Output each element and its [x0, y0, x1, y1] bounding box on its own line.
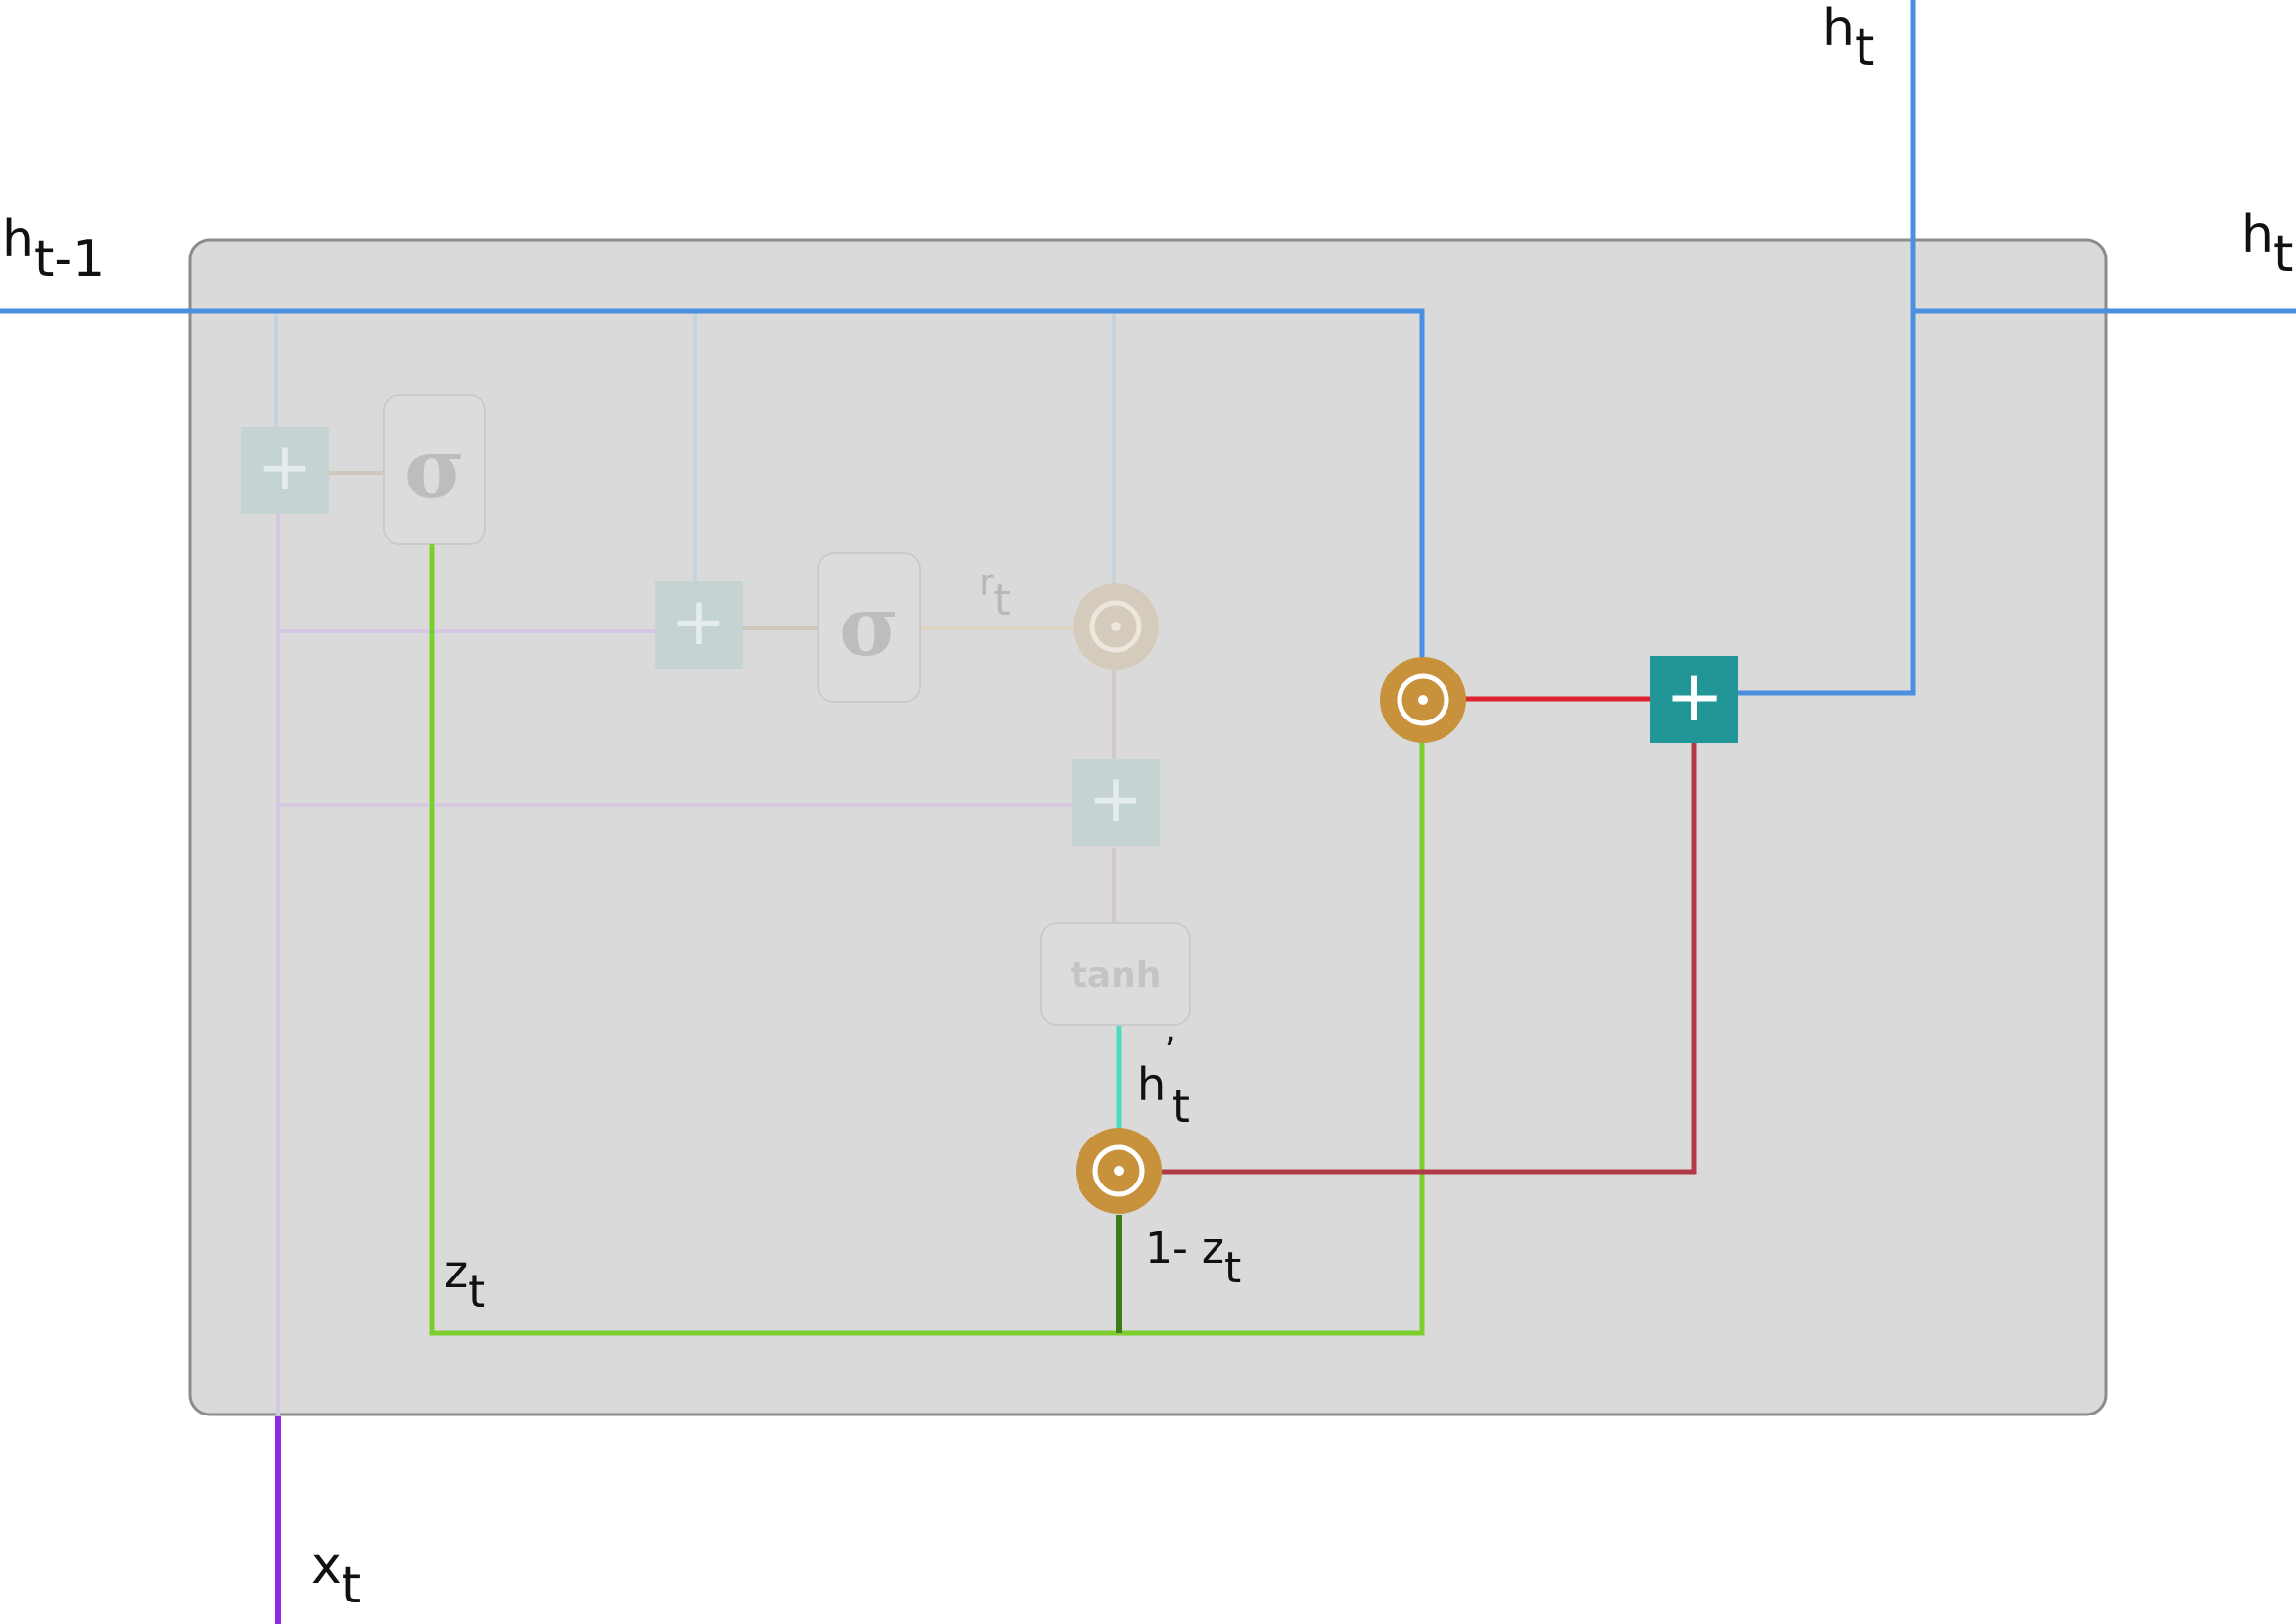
update-gate-line [429, 544, 1425, 1336]
label-h-out-right: ht [2241, 206, 2293, 284]
label-h-out-top: ht [1822, 0, 1874, 77]
faded-sigma-box [383, 394, 486, 545]
hidden-state-line [0, 308, 1425, 658]
faded-plus-glyph: + [671, 583, 727, 661]
sigma-glyph: σ [839, 578, 899, 674]
label-one-minus-z: 1- zt [1145, 1224, 1241, 1293]
output-line [1735, 0, 1916, 696]
hadamard-ring [1397, 673, 1449, 726]
label-z: zt [444, 1245, 485, 1318]
faded-plus-node [1072, 759, 1160, 846]
faded-plus-node [655, 581, 743, 669]
label-h-candidate: h’t [1137, 1030, 1190, 1133]
hadamard-ring [1092, 1144, 1145, 1197]
faded-hadamard-ring [1089, 600, 1142, 653]
candidate-to-plus-line [1162, 743, 1697, 1175]
tanh-label: tanh [1071, 955, 1162, 996]
faded-reset-path: + + + σ σ rt tanh [241, 311, 1191, 1415]
sigma-glyph: σ [404, 420, 465, 517]
faded-tanh-box [1040, 922, 1191, 1026]
faded-plus-node [241, 427, 329, 514]
plus-glyph: + [1665, 655, 1723, 737]
faded-plus-glyph: + [1088, 761, 1144, 838]
hadamard-dot [1114, 1166, 1124, 1176]
reset-gate-label: rt [979, 561, 1011, 626]
label-x-input: xt [311, 1537, 361, 1615]
faded-hadamard-dot [1111, 622, 1121, 631]
hadamard-dot [1418, 695, 1428, 705]
plus-node [1650, 656, 1738, 743]
faded-plus-glyph: + [257, 429, 313, 506]
faded-sigma-box [817, 552, 921, 703]
label-h-prev: ht-1 [2, 210, 105, 289]
